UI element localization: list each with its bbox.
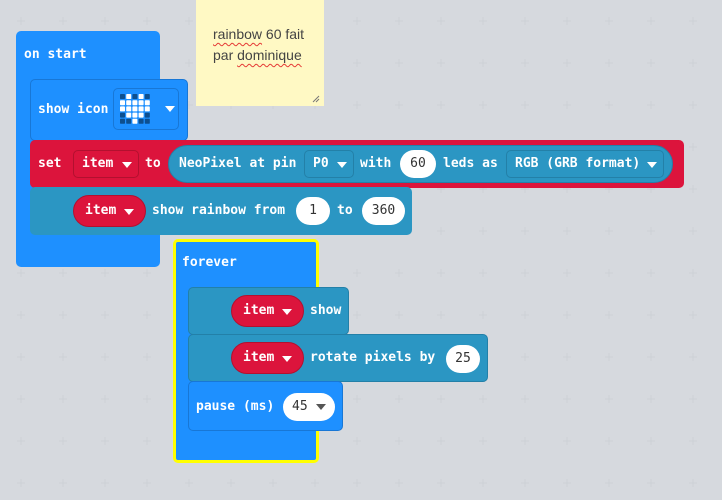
to-label: to (145, 156, 161, 171)
set-label: set (38, 156, 62, 171)
note-line2-start: par (213, 47, 238, 63)
chevron-down-icon (337, 162, 347, 168)
note-word-dominique: dominique (237, 47, 302, 63)
chevron-down-icon (282, 356, 292, 362)
chevron-down-icon (282, 309, 292, 315)
heart-icon (120, 94, 150, 124)
rainbow-to-label: to (337, 203, 353, 218)
rainbow-variable-name: item (85, 203, 117, 218)
rotate-amount-input[interactable]: 25 (446, 345, 480, 373)
show-rainbow-label: show rainbow from (152, 203, 286, 218)
chevron-down-icon (124, 209, 134, 215)
mode-value: RGB (GRB format) (515, 156, 641, 171)
show-variable-name: item (243, 303, 275, 318)
pause-label: pause (ms) (196, 399, 275, 414)
with-label: with (360, 156, 392, 171)
mode-dropdown[interactable]: RGB (GRB format) (506, 150, 664, 178)
note-line1-rest: 60 fait (262, 26, 305, 42)
leds-as-label: leds as (443, 156, 498, 171)
chevron-down-icon (316, 404, 326, 410)
show-icon-label: show icon (38, 102, 109, 117)
resize-handle-icon[interactable] (312, 95, 320, 103)
rainbow-from-input[interactable]: 1 (296, 197, 330, 225)
comment-note[interactable]: rainbow 60 fait par dominique (196, 0, 324, 106)
pause-value-dropdown[interactable]: 45 (283, 393, 335, 421)
chevron-down-icon (122, 162, 132, 168)
set-variable-dropdown[interactable]: item (73, 150, 139, 178)
chevron-down-icon (647, 162, 657, 168)
set-variable-name: item (82, 156, 114, 171)
rotate-label: rotate pixels by (310, 350, 436, 365)
chevron-down-icon (165, 106, 175, 112)
pin-value: P0 (313, 156, 329, 171)
leds-count-input[interactable]: 60 (400, 150, 436, 178)
rotate-variable-name: item (243, 350, 275, 365)
icon-dropdown[interactable] (113, 88, 179, 130)
rainbow-to-input[interactable]: 360 (362, 197, 405, 225)
note-word-rainbow: rainbow (213, 26, 263, 42)
show-label: show (310, 303, 342, 318)
pin-dropdown[interactable]: P0 (304, 150, 354, 178)
neopixel-label: NeoPixel at pin (179, 156, 297, 171)
forever-label: forever (182, 255, 237, 270)
pause-value: 45 (292, 399, 308, 414)
on-start-label: on start (24, 47, 87, 62)
